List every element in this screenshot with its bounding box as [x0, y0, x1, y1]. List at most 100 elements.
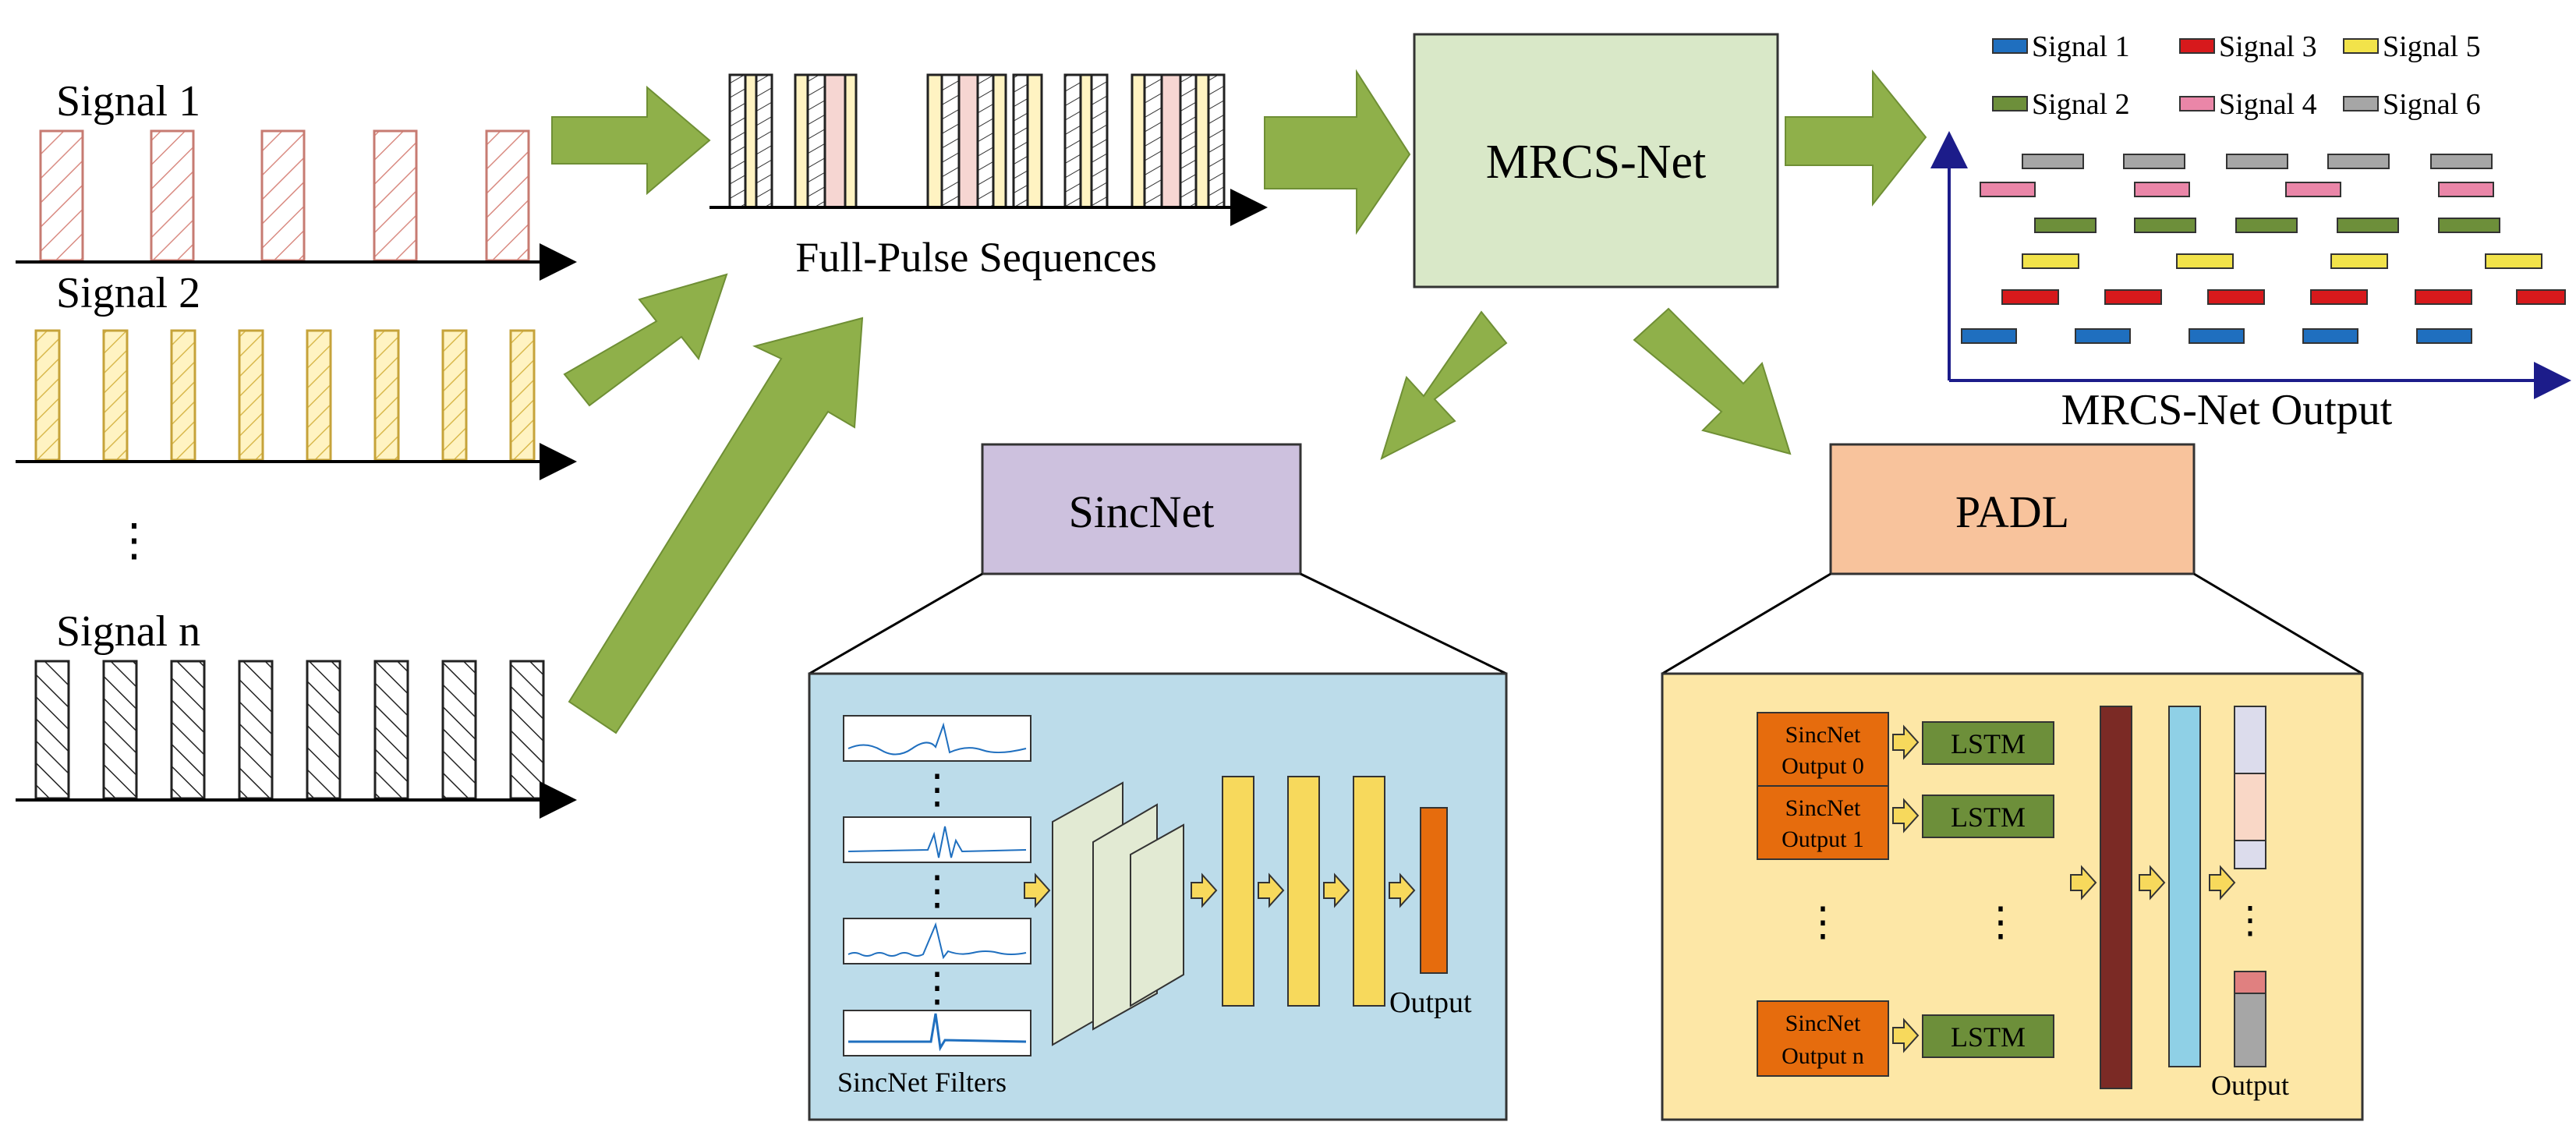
pulse: [306, 329, 332, 462]
filter-plot: [843, 918, 1031, 964]
pulse: [2189, 328, 2245, 344]
padl-row-1: SincNet Output 1 LSTM: [1757, 785, 2054, 860]
pulse: [34, 660, 70, 800]
filter-wave: [847, 722, 1027, 756]
full-pulse-label: Full-Pulse Sequences: [795, 234, 1156, 281]
arrow-icon: [1785, 69, 1927, 207]
sincnet-output-box: [1757, 1000, 1889, 1077]
full-pulse-bars: [728, 73, 1226, 209]
lstm-box: [1922, 721, 2054, 765]
mrcs-net-box: MRCS-Net: [1413, 33, 1779, 288]
zoom-line: [2193, 572, 2363, 675]
pulse: [844, 73, 858, 209]
zoom-line: [1661, 572, 1831, 675]
pulse: [976, 73, 995, 209]
signal-2-group: Signal 2: [16, 269, 577, 480]
pulse: [2516, 289, 2566, 305]
flow-arrow-icon: [1389, 872, 1416, 908]
arrow-icon: [1380, 310, 1508, 460]
pulse: [2134, 182, 2190, 197]
pulse: [170, 329, 196, 462]
pulse: [1160, 73, 1182, 209]
pulse: [2485, 253, 2542, 269]
pulse: [1194, 73, 1210, 209]
filters-dots: ⋮: [917, 869, 957, 914]
pulse: [1980, 182, 2036, 197]
dense-layer: [1222, 776, 1254, 1007]
pulse: [238, 660, 274, 800]
mrcs-net-output: Signal 1 Signal 3 Signal 5 Signal 2 Sign…: [1930, 30, 2571, 434]
pulse: [1207, 73, 1226, 209]
signal-2-pulses: [34, 329, 536, 462]
pulse: [509, 660, 545, 800]
pulse: [2416, 328, 2472, 344]
pulse: [39, 129, 84, 262]
pulse: [2207, 289, 2265, 305]
flow-arrow-icon: [1892, 798, 1920, 833]
arrow-icon: [1633, 307, 1792, 455]
sincnet-output-line2: Output 1: [1782, 826, 1864, 852]
output-dots: ⋮: [2231, 900, 2269, 941]
pulse: [2330, 253, 2388, 269]
dense-bar: [2168, 706, 2201, 1067]
pulse: [2123, 154, 2185, 169]
pulse: [2302, 328, 2358, 344]
filter-plot: [843, 715, 1031, 762]
dense-layer: [1353, 776, 1385, 1007]
signal-n-pulses: [34, 660, 545, 800]
padl-row-0: SincNet Output 0 LSTM: [1757, 712, 2054, 787]
legend-swatch: [1992, 38, 2028, 54]
legend-item: Signal 2: [2032, 88, 2130, 121]
filters-dots: ⋮: [917, 966, 957, 1010]
pulse: [1026, 73, 1043, 209]
flow-arrow-icon: [2139, 865, 2166, 901]
pulse: [2310, 289, 2368, 305]
mrcs-net-rect: [1413, 33, 1779, 288]
signal-1-pulses: [39, 129, 530, 262]
padl-dots: ⋮: [1803, 901, 1843, 945]
pulse: [1131, 73, 1146, 209]
flow-arrow-icon: [2209, 865, 2236, 901]
full-pulse-sequences: Full-Pulse Sequences: [709, 73, 1268, 281]
pulse: [794, 73, 809, 209]
output-pulses: [1961, 154, 2566, 344]
output-cell: [2234, 993, 2266, 1067]
lstm-label: LSTM: [1951, 1021, 2026, 1053]
concat-bar: [2100, 706, 2132, 1089]
pulse: [1961, 328, 2017, 344]
lstm-box: [1922, 1014, 2054, 1058]
pulse: [2430, 154, 2493, 169]
sincnet-output-line1: SincNet: [1785, 795, 1861, 821]
pulse: [2415, 289, 2472, 305]
flow-arrow-icon: [1024, 872, 1051, 908]
signals-ellipsis: ⋮: [111, 515, 157, 565]
pulse: [806, 73, 826, 209]
flow-arrow-icon: [1258, 872, 1285, 908]
pulse: [755, 73, 773, 209]
legend-item: Signal 5: [2383, 30, 2481, 63]
pulse: [373, 129, 418, 262]
filter-wave: [848, 1013, 1027, 1052]
pulse: [2034, 218, 2097, 233]
flow-arrow-icon: [1892, 1018, 1920, 1053]
arrow-icon: [563, 273, 728, 407]
signal-1-label: Signal 1: [56, 77, 200, 126]
legend-swatch: [2343, 96, 2379, 111]
pulse: [728, 73, 747, 209]
padl-module: PADL SincNet Output 0 LSTM SincNet Outpu…: [1661, 443, 2364, 1121]
padl-output-label: Output: [2211, 1070, 2289, 1101]
pulse: [34, 329, 61, 462]
arrow-icon: [568, 317, 864, 734]
sincnet-title-box: [981, 443, 1302, 575]
zoom-line: [809, 572, 983, 675]
pulse: [2022, 154, 2084, 169]
sincnet-layers: Output: [1024, 776, 1472, 1046]
filter-plot: [843, 816, 1031, 863]
dense-layer: [1287, 776, 1320, 1007]
sincnet-filters-label: SincNet Filters: [837, 1067, 1007, 1098]
zoom-line: [1300, 572, 1507, 675]
pulse: [373, 660, 409, 800]
legend-item: Signal 1: [2032, 30, 2130, 63]
pulse: [260, 129, 306, 262]
output-cell: [2234, 773, 2266, 841]
